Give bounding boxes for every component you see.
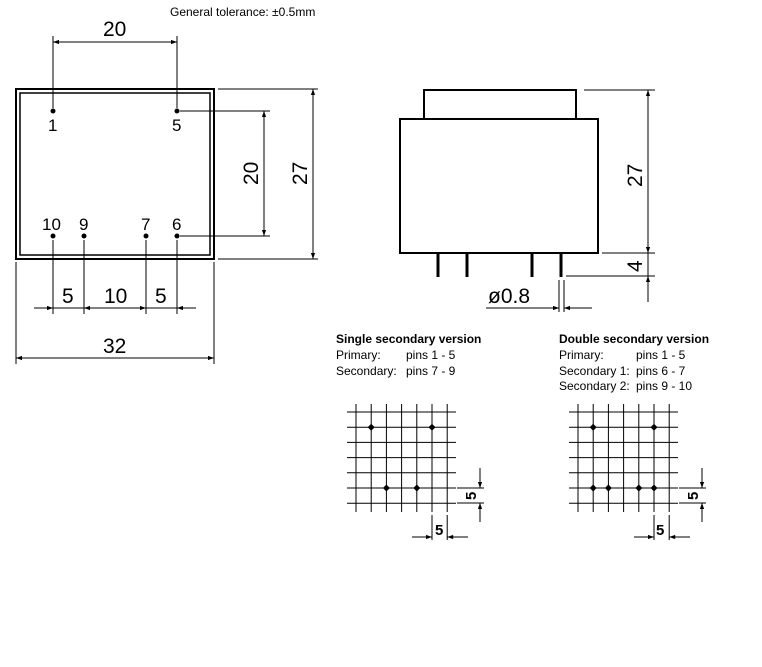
single-grid-h-dim: 5 bbox=[435, 522, 443, 539]
pin-label-9: 9 bbox=[79, 215, 88, 234]
general-tolerance: General tolerance: ±0.5mm bbox=[170, 5, 315, 19]
pin-label-6: 6 bbox=[172, 215, 181, 234]
pin-dot bbox=[382, 484, 390, 492]
double-row-label: Primary: bbox=[559, 348, 604, 362]
dim-body-height: 27 bbox=[289, 162, 312, 185]
dim-pin-diameter: ø0.8 bbox=[488, 285, 530, 308]
single-title: Single secondary version bbox=[336, 332, 481, 346]
pin-dot bbox=[589, 484, 597, 492]
pin-dot bbox=[428, 423, 436, 431]
dim-body-width: 32 bbox=[103, 335, 126, 358]
pin-dot bbox=[635, 484, 643, 492]
single-row-label: Primary: bbox=[336, 348, 381, 362]
pin-dot bbox=[413, 484, 421, 492]
dim-pin-width: 20 bbox=[103, 18, 126, 41]
pin-label-10: 10 bbox=[42, 215, 61, 234]
single-row-value: pins 7 - 9 bbox=[406, 364, 456, 378]
pin-label-5: 5 bbox=[172, 116, 181, 135]
pin-label-7: 7 bbox=[141, 215, 150, 234]
pin-dot bbox=[367, 423, 375, 431]
dim-pin-height: 20 bbox=[240, 162, 263, 185]
double-title: Double secondary version bbox=[559, 332, 709, 346]
single-row-value: pins 1 - 5 bbox=[406, 348, 456, 362]
double-row-value: pins 6 - 7 bbox=[636, 364, 686, 378]
pin-dot bbox=[650, 423, 658, 431]
pin-dot bbox=[589, 423, 597, 431]
top-view bbox=[15, 36, 318, 364]
pin-dot bbox=[604, 484, 612, 492]
double-row-value: pins 1 - 5 bbox=[636, 348, 686, 362]
double-row-label: Secondary 2: bbox=[559, 379, 630, 393]
dim-spacing-b: 10 bbox=[104, 285, 127, 308]
pin-dot bbox=[650, 484, 658, 492]
pin-dots bbox=[50, 108, 180, 239]
single-grid-v-dim: 5 bbox=[463, 492, 480, 500]
dim-spacing-a: 5 bbox=[62, 285, 74, 308]
dim-spacing-c: 5 bbox=[155, 285, 167, 308]
dim-pin-length: 4 bbox=[624, 260, 647, 272]
double-grid-h-dim: 5 bbox=[656, 522, 664, 539]
dim-side-height: 27 bbox=[624, 164, 647, 187]
double-grid-v-dim: 5 bbox=[685, 492, 702, 500]
double-row-value: pins 9 - 10 bbox=[636, 379, 692, 393]
side-view bbox=[399, 89, 655, 312]
pin-label-1: 1 bbox=[48, 116, 57, 135]
single-pin-grid bbox=[347, 404, 484, 540]
single-row-label: Secondary: bbox=[336, 364, 397, 378]
double-row-label: Secondary 1: bbox=[559, 364, 630, 378]
double-pin-grid bbox=[569, 404, 706, 540]
